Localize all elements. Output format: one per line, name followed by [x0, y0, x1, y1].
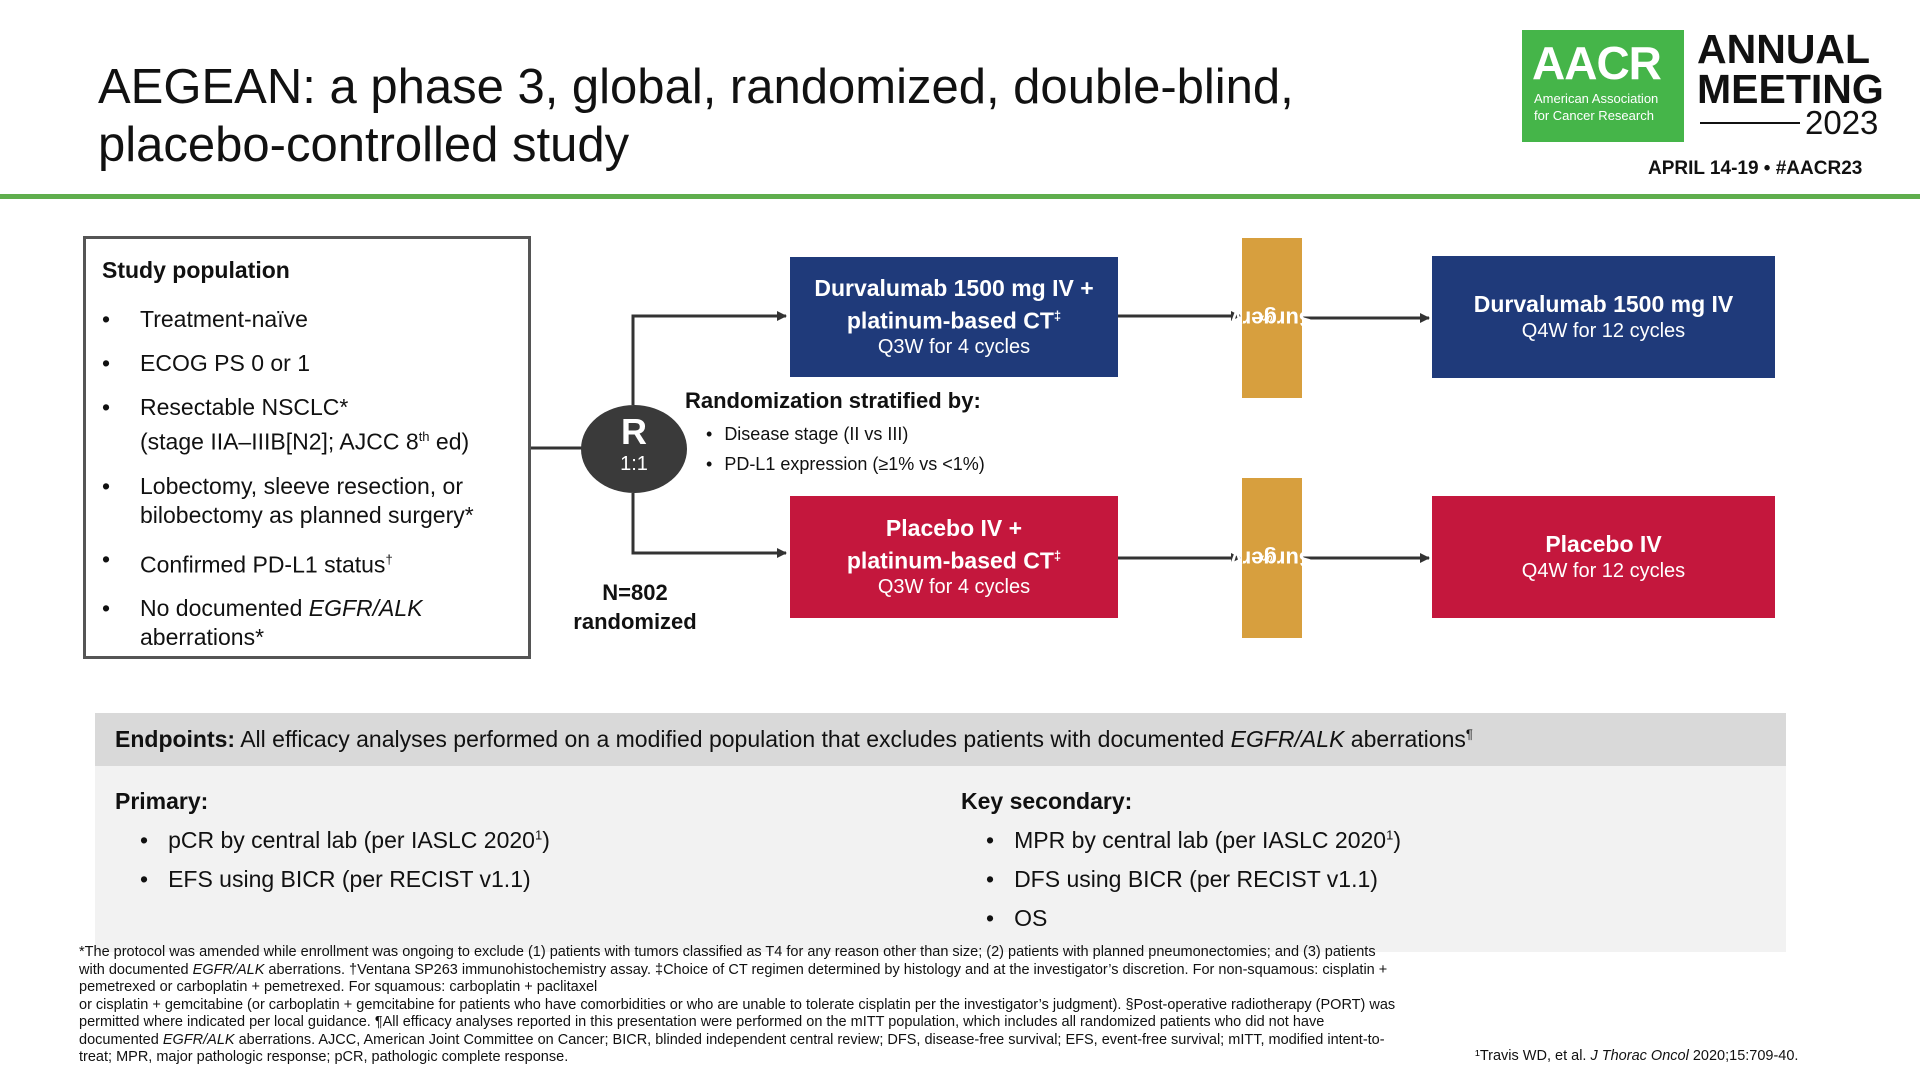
item-text-line-2: aberrations*: [140, 624, 265, 651]
arm-line-3: Q3W for 4 cycles: [877, 336, 1031, 359]
meeting-year: 2023: [1805, 104, 1879, 141]
sample-size-n: N=802: [602, 580, 668, 605]
header-divider: [0, 194, 1920, 199]
bullet-icon: •: [986, 827, 995, 853]
list-item: • Disease stage (II vs III): [706, 424, 908, 445]
meeting-divider: [1700, 122, 1800, 124]
item-text-line-2: bilobectomy as planned surgery*: [140, 501, 474, 528]
list-item: •EFS using BICR (per RECIST v1.1): [140, 866, 531, 892]
surgery-label: Surgery§: [1230, 306, 1314, 331]
item-text-line-2: (stage IIA–IIIB[N2]; AJCC 8th ed): [140, 428, 470, 455]
stratification-item: PD-L1 expression (≥1% vs <1%): [724, 454, 985, 474]
list-item: • Resectable NSCLC* (stage IIA–IIIB[N2];…: [102, 393, 522, 457]
meeting-annual: ANNUAL: [1697, 26, 1871, 72]
footnote-line: documented EGFR/ALK aberrations. AJCC, A…: [79, 1031, 1385, 1048]
footnote-line: permitted where indicated per local guid…: [79, 1014, 1325, 1030]
list-item: • Confirmed PD-L1 status†: [102, 545, 522, 580]
bullet-icon: •: [140, 866, 149, 892]
randomization-letter: R: [621, 411, 647, 452]
list-item: •OS: [986, 905, 1048, 931]
study-population-list: • Treatment-naïve • ECOG PS 0 or 1 • Res…: [102, 305, 522, 667]
aacr-logo: AACR American Association for Cancer Res…: [1522, 30, 1684, 142]
title-line-2: placebo-controlled study: [98, 118, 630, 172]
bullet-icon: •: [986, 866, 995, 892]
study-population-box: Study population • Treatment-naïve • ECO…: [83, 236, 531, 659]
endpoints-text: Endpoints: All efficacy analyses perform…: [115, 726, 1473, 752]
list-item: • No documented EGFR/ALK aberrations*: [102, 594, 522, 652]
footnotes: *The protocol was amended while enrollme…: [79, 944, 1559, 1067]
list-item: •MPR by central lab (per IASLC 20201): [986, 827, 1401, 853]
endpoints-body: Primary: •pCR by central lab (per IASLC …: [95, 766, 1786, 952]
durvalumab-adjuvant-box: Durvalumab 1500 mg IV Q4W for 12 cycles: [1432, 256, 1775, 378]
item-text: Confirmed PD-L1 status: [140, 551, 386, 578]
stratification-item: Disease stage (II vs III): [724, 424, 909, 444]
list-item: • PD-L1 expression (≥1% vs <1%): [706, 454, 985, 475]
item-emphasis: EGFR/ALK: [308, 595, 423, 622]
bullet-icon: •: [102, 394, 111, 420]
arm-line-1: Placebo IV: [1545, 531, 1662, 557]
list-item: •DFS using BICR (per RECIST v1.1): [986, 866, 1378, 892]
randomization-node: R 1:1: [581, 405, 687, 493]
bullet-icon: •: [706, 424, 713, 444]
aacr-org-line-1: American Association: [1534, 91, 1659, 106]
aacr-org-line-2: for Cancer Research: [1534, 108, 1654, 123]
arm-line-1: Durvalumab 1500 mg IV +: [814, 274, 1094, 301]
bullet-icon: •: [102, 306, 111, 332]
study-population-heading: Study population: [102, 257, 290, 283]
footnote-line: or cisplatin + gemcitabine (or carboplat…: [79, 996, 1396, 1013]
bullet-icon: •: [102, 350, 111, 376]
arm-line-2: Q4W for 12 cycles: [1521, 320, 1686, 342]
footnote-line: *The protocol was amended while enrollme…: [79, 944, 1376, 960]
item-superscript: †: [385, 551, 393, 567]
list-item: •pCR by central lab (per IASLC 20201): [140, 827, 550, 853]
bullet-icon: •: [102, 472, 111, 499]
surgery-box-placebo: Surgery§: [1230, 478, 1314, 638]
list-item: • ECOG PS 0 or 1: [102, 349, 522, 378]
stratification-heading: Randomization stratified by:: [685, 388, 981, 413]
placebo-neoadjuvant-box: Placebo IV + platinum-based CT‡ Q3W for …: [790, 496, 1118, 618]
durvalumab-neoadjuvant-box: Durvalumab 1500 mg IV + platinum-based C…: [790, 257, 1118, 377]
sample-size-label: N=802 randomized: [540, 578, 730, 636]
bullet-icon: •: [140, 827, 149, 853]
title-line-1: AEGEAN: a phase 3, global, randomized, d…: [98, 60, 1294, 114]
connector-r-to-placebo: [631, 493, 787, 558]
sample-size-caption: randomized: [573, 609, 697, 634]
endpoints-header: Endpoints: All efficacy analyses perform…: [95, 713, 1786, 766]
bullet-icon: •: [102, 595, 111, 622]
arm-line-2: platinum-based CT‡: [846, 307, 1062, 334]
arm-line-2: Q4W for 12 cycles: [1521, 560, 1686, 582]
meeting-meeting: MEETING: [1697, 66, 1884, 112]
item-text: Treatment-naïve: [140, 306, 308, 332]
page-title: AEGEAN: a phase 3, global, randomized, d…: [98, 58, 1398, 174]
surgery-label: Surgery§: [1230, 546, 1314, 571]
surgery-box-durvalumab: Surgery§: [1230, 238, 1314, 398]
footnote-line: pemetrexed or carboplatin + pemetrexed. …: [79, 979, 598, 995]
item-text: ECOG PS 0 or 1: [140, 350, 311, 376]
aacr-logo-org: American Association for Cancer Research: [1534, 90, 1658, 124]
item-text: No documented: [140, 595, 309, 622]
arm-line-2: platinum-based CT‡: [846, 547, 1062, 574]
bullet-icon: •: [102, 545, 111, 572]
bullet-icon: •: [706, 454, 713, 474]
list-item: • Treatment-naïve: [102, 305, 522, 334]
bullet-icon: •: [986, 905, 995, 931]
connector-r-to-durvalumab: [631, 311, 787, 405]
list-item: • Lobectomy, sleeve resection, or bilobe…: [102, 472, 522, 530]
item-text: Lobectomy, sleeve resection, or: [140, 472, 464, 499]
randomization-ratio: 1:1: [620, 453, 648, 475]
arm-line-1: Durvalumab 1500 mg IV: [1473, 291, 1734, 317]
footnote-line: with documented EGFR/ALK aberrations. †V…: [79, 961, 1388, 978]
placebo-adjuvant-box: Placebo IV Q4W for 12 cycles: [1432, 496, 1775, 618]
footnote-line: treat; MPR, major pathologic response; p…: [79, 1049, 569, 1065]
arm-line-3: Q3W for 4 cycles: [877, 576, 1031, 599]
arm-line-1: Placebo IV +: [885, 514, 1023, 541]
secondary-endpoints-heading: Key secondary:: [961, 788, 1133, 814]
aacr-logo-wordmark: AACR: [1532, 37, 1662, 89]
reference-citation: ¹Travis WD, et al. J Thorac Oncol 2020;1…: [1475, 1048, 1799, 1064]
item-text: Resectable NSCLC*: [140, 394, 349, 420]
primary-endpoints-heading: Primary:: [115, 788, 209, 814]
meeting-dates: APRIL 14-19 • #AACR23: [1648, 158, 1863, 179]
